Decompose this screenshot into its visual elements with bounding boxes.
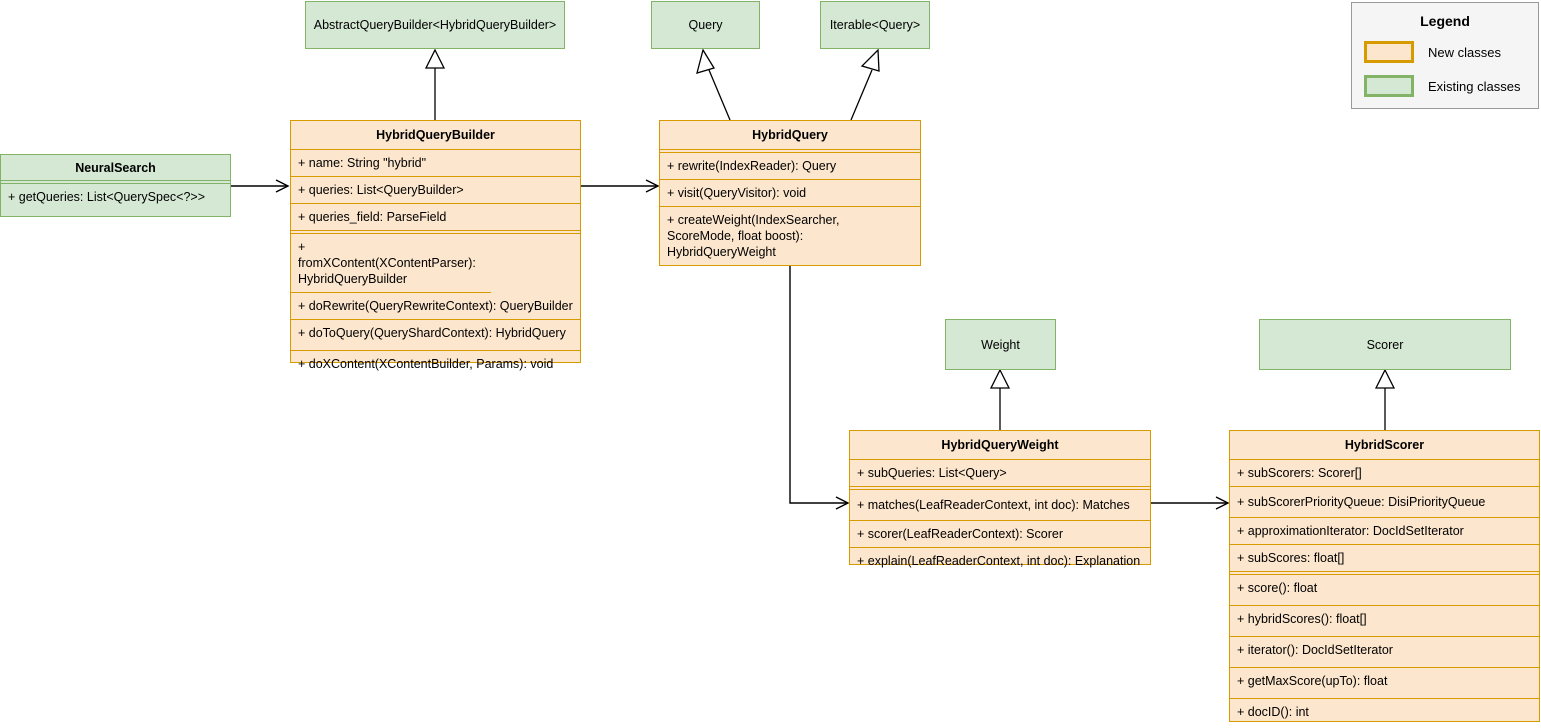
new-classes-swatch <box>1364 41 1414 63</box>
class-weight[interactable]: Weight <box>945 319 1056 370</box>
class-hybridquerybuilder-attribute-0: + name: String "hybrid" <box>291 150 580 177</box>
class-hybridquery-method-0: + rewrite(IndexReader): Query <box>660 153 920 180</box>
class-hybridquerybuilder-method-0: + fromXContent(XContentParser): HybridQu… <box>291 234 491 293</box>
class-hybridscorer-attribute-2: + approximationIterator: DocIdSetIterato… <box>1230 518 1539 545</box>
class-query-title: Query <box>688 18 723 32</box>
class-hybridqueryweight-title: HybridQueryWeight <box>850 431 1150 460</box>
class-hybridqueryweight[interactable]: HybridQueryWeight + subQueries: List<Que… <box>849 430 1151 568</box>
class-hybridquery[interactable]: HybridQuery + rewrite(IndexReader): Quer… <box>659 120 921 266</box>
edge-hybridqueryweight-extends-weight <box>989 368 1011 430</box>
class-hybridscorer-attribute-0: + subScorers: Scorer[] <box>1230 460 1539 487</box>
class-hybridscorer-method-1: + hybridScores(): float[] <box>1230 606 1539 637</box>
class-abstractquerybuilder-title: AbstractQueryBuilder<HybridQueryBuilder> <box>313 18 557 32</box>
class-hybridquerybuilder-method-2: + doToQuery(QueryShardContext): HybridQu… <box>291 320 580 351</box>
edge-hybridquerybuilder-extends-abstractquerybuilder <box>424 48 446 120</box>
class-scorer[interactable]: Scorer <box>1259 319 1511 370</box>
compartment-separator <box>291 230 580 234</box>
class-hybridquery-title: HybridQuery <box>752 128 828 142</box>
legend-item-new-classes-label: New classes <box>1428 44 1501 60</box>
compartment-separator <box>660 149 920 153</box>
class-hybridscorer[interactable]: HybridScorer + subScorers: Scorer[] + su… <box>1229 430 1540 722</box>
class-hybridquerybuilder-method-3: + doXContent(XContentBuilder, Params): v… <box>298 357 554 371</box>
class-hybridqueryweight-method-0: + matches(LeafReaderContext, int doc): M… <box>850 490 1150 521</box>
edge-hybridquery-extends-query <box>696 48 731 121</box>
compartment-separator <box>1 180 230 184</box>
compartment-separator <box>850 486 1150 490</box>
edge-hybridquery-to-hybridqueryweight <box>789 266 850 510</box>
legend-item-existing-classes: Existing classes <box>1352 75 1538 97</box>
class-iterable-query[interactable]: Iterable<Query> <box>820 1 930 49</box>
class-hybridqueryweight-method-2: + explain(LeafReaderContext, int doc): E… <box>857 554 1141 568</box>
class-iterable-query-title: Iterable<Query> <box>829 18 921 32</box>
legend-item-new-classes: New classes <box>1352 41 1538 63</box>
legend-title: Legend <box>1420 13 1470 29</box>
class-hybridscorer-method-0: + score(): float <box>1230 575 1539 606</box>
existing-classes-swatch <box>1364 75 1414 97</box>
edge-hybridquery-extends-iterable <box>850 48 880 121</box>
compartment-separator <box>1230 571 1539 575</box>
class-hybridscorer-title: HybridScorer <box>1230 431 1539 460</box>
class-abstractquerybuilder[interactable]: AbstractQueryBuilder<HybridQueryBuilder> <box>305 1 565 49</box>
class-query[interactable]: Query <box>651 1 760 49</box>
class-hybridquerybuilder-title: HybridQueryBuilder <box>291 121 580 150</box>
class-hybridscorer-method-3: + getMaxScore(upTo): float <box>1230 668 1539 699</box>
class-hybridqueryweight-method-1: + scorer(LeafReaderContext): Scorer <box>850 521 1150 548</box>
class-hybridscorer-attribute-1: + subScorerPriorityQueue: DisiPriorityQu… <box>1230 487 1539 518</box>
class-neuralsearch-method-0: + getQueries: List<QuerySpec<?>> <box>8 190 205 204</box>
class-neuralsearch[interactable]: NeuralSearch + getQueries: List<QuerySpe… <box>0 154 231 217</box>
class-hybridquerybuilder-method-1: + doRewrite(QueryRewriteContext): QueryB… <box>291 293 580 320</box>
class-hybridquerybuilder-attribute-1: + queries: List<QueryBuilder> <box>291 177 580 204</box>
class-scorer-title: Scorer <box>1366 337 1404 352</box>
edge-hybridscorer-extends-scorer <box>1374 368 1396 430</box>
class-hybridquery-method-1: + visit(QueryVisitor): void <box>660 180 920 207</box>
class-hybridscorer-method-4: + docID(): int <box>1237 705 1309 719</box>
legend-panel: Legend New classes Existing classes <box>1351 2 1539 109</box>
class-weight-title: Weight <box>981 337 1020 352</box>
class-hybridscorer-attribute-3: + subScores: float[] <box>1237 551 1345 565</box>
class-hybridquery-method-2: + createWeight(IndexSearcher, ScoreMode,… <box>667 213 840 259</box>
class-hybridqueryweight-attribute-0: + subQueries: List<Query> <box>857 466 1007 480</box>
legend-item-existing-classes-label: Existing classes <box>1428 78 1521 94</box>
class-hybridscorer-method-2: + iterator(): DocIdSetIterator <box>1230 637 1539 668</box>
class-neuralsearch-title: NeuralSearch <box>75 161 156 175</box>
class-hybridquerybuilder[interactable]: HybridQueryBuilder + name: String "hybri… <box>290 120 581 371</box>
class-hybridquerybuilder-attribute-2: + queries_field: ParseField <box>298 210 447 224</box>
